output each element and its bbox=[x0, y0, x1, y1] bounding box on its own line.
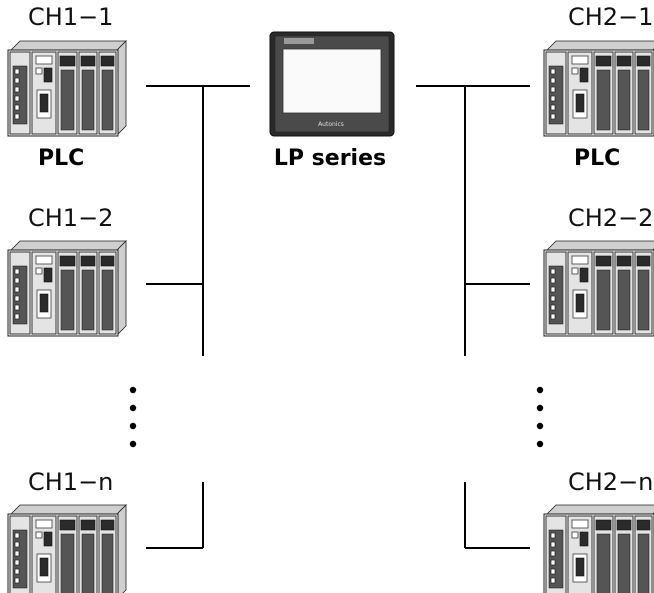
plc-ch2-2-icon bbox=[543, 240, 654, 337]
plc-ch2-n-icon bbox=[543, 504, 654, 593]
ch2-1-label: CH2−1 bbox=[568, 3, 653, 31]
ellipsis-dot bbox=[129, 440, 137, 448]
ch1-n-label: CH1−n bbox=[28, 468, 113, 496]
ellipsis-dot bbox=[129, 422, 137, 430]
ellipsis-dot bbox=[536, 404, 544, 412]
hmi-brand: Autonics bbox=[318, 121, 344, 128]
hmi-label: LP series bbox=[274, 146, 386, 171]
right-plc-label: PLC bbox=[574, 146, 620, 171]
ellipsis-dot bbox=[536, 386, 544, 394]
ch2-n-label: CH2−n bbox=[568, 468, 653, 496]
left-plc-label: PLC bbox=[38, 146, 84, 171]
plc-ch1-1-icon bbox=[7, 40, 127, 137]
ellipsis-dot bbox=[129, 386, 137, 394]
plc-ch1-2-icon bbox=[7, 240, 127, 337]
ellipsis-dot bbox=[536, 440, 544, 448]
plc-ch2-1-icon bbox=[543, 40, 654, 137]
ch1-2-label: CH1−2 bbox=[28, 204, 113, 232]
ch1-1-label: CH1−1 bbox=[28, 3, 113, 31]
ellipsis-dot bbox=[129, 404, 137, 412]
plc-ch1-n-icon bbox=[7, 504, 127, 593]
lp-series-hmi-icon: Autonics bbox=[269, 31, 395, 137]
ellipsis-dot bbox=[536, 422, 544, 430]
ch2-2-label: CH2−2 bbox=[568, 204, 653, 232]
